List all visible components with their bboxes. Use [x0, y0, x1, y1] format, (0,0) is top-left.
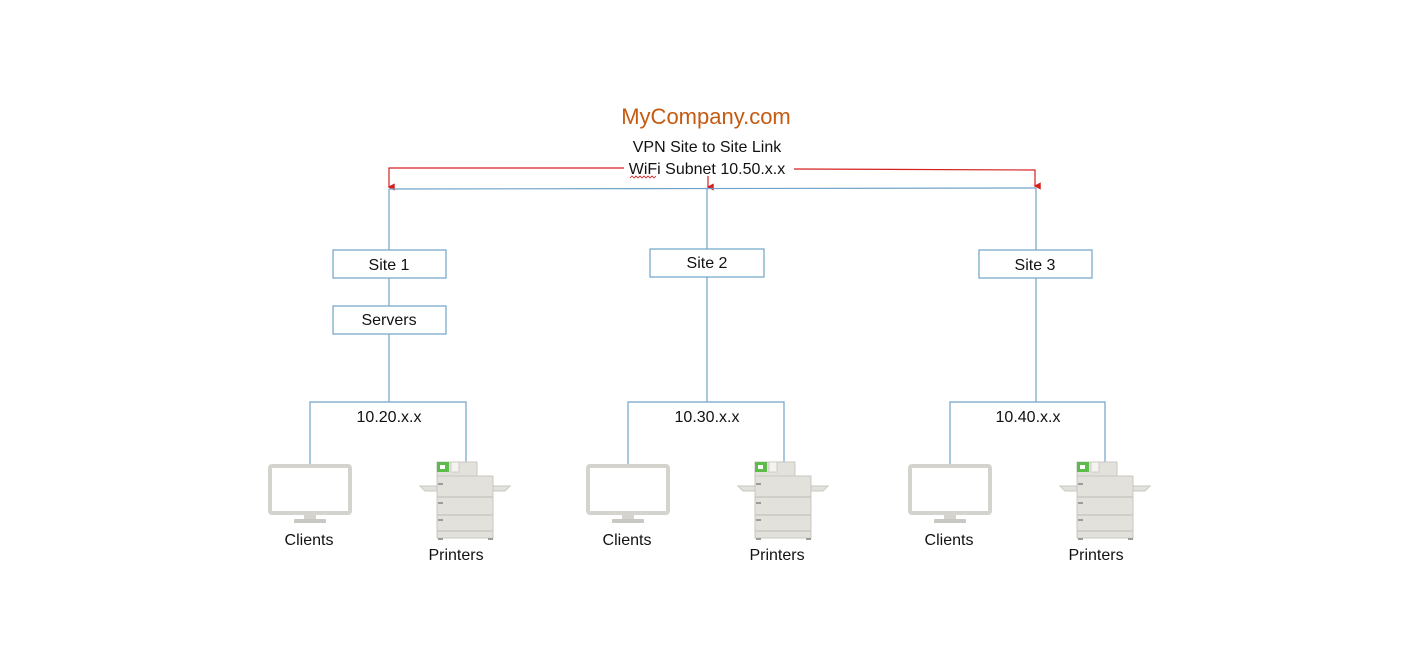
clients-label-site-2: Clients [603, 532, 652, 549]
subnet-label-site-1: 10.20.x.x [357, 409, 422, 426]
site-label: Site 2 [687, 255, 728, 272]
topology-lines [309, 187, 1106, 467]
wifi-word: WiFi [629, 161, 661, 178]
servers-label: Servers [361, 312, 416, 329]
printers-label-site-3: Printers [1068, 547, 1123, 564]
site-node-3: Site 3 [978, 249, 1093, 279]
clients-label-site-3: Clients [925, 532, 974, 549]
wifi-subnet-rest: Subnet 10.50.x.x [661, 161, 786, 178]
wifi-subnet-label: WiFi Subnet 10.50.x.x [629, 161, 786, 178]
site-label: Site 3 [1015, 257, 1056, 274]
printer-icon [737, 461, 829, 541]
monitor-icon [586, 464, 670, 525]
vpn-link-label: VPN Site to Site Link [633, 139, 783, 156]
monitor-icon [908, 464, 992, 525]
monitor-icon [268, 464, 352, 525]
site-node-2: Site 2 [649, 248, 765, 278]
vpn-link-arrows [387, 167, 1041, 191]
servers-node: Servers [332, 305, 447, 335]
printer-icon [1059, 461, 1151, 541]
printers-label-site-2: Printers [749, 547, 804, 564]
spellcheck-squiggle [629, 175, 657, 179]
site-label: Site 1 [369, 257, 410, 274]
site-node-1: Site 1 [332, 249, 447, 279]
printer-icon [419, 461, 511, 541]
printers-label-site-1: Printers [428, 547, 483, 564]
company-title: MyCompany.com [621, 104, 791, 129]
subnet-label-site-3: 10.40.x.x [996, 409, 1061, 426]
clients-label-site-1: Clients [285, 532, 334, 549]
subnet-label-site-2: 10.30.x.x [675, 409, 740, 426]
